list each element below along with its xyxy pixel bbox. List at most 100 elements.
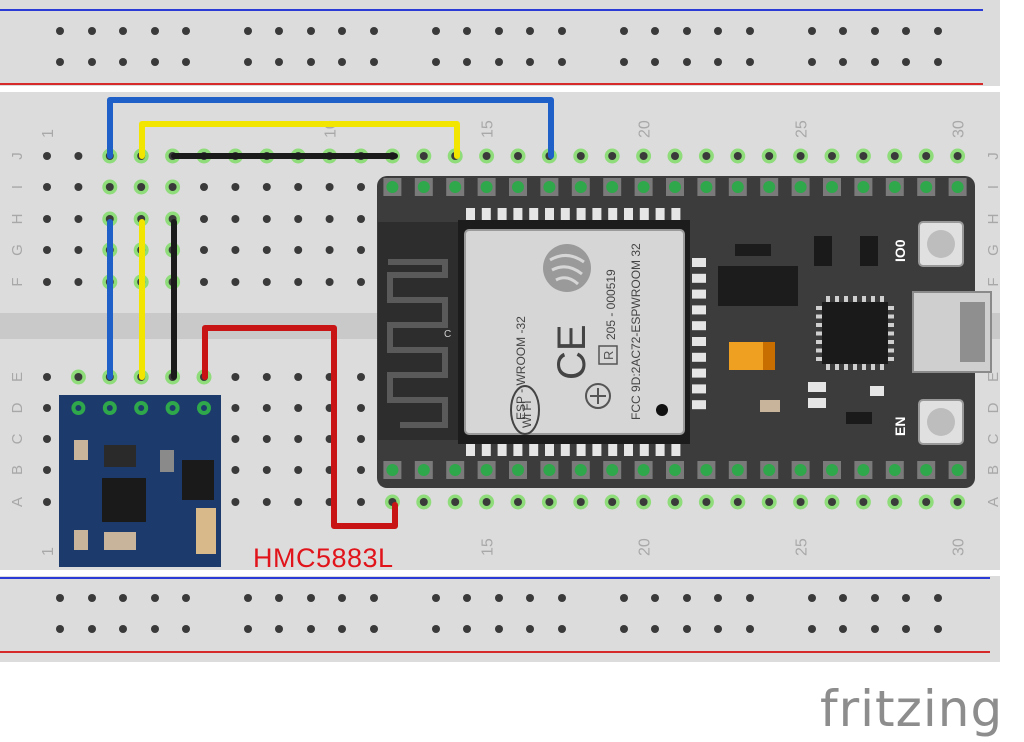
rail-hole	[275, 594, 283, 602]
breadboard-hole	[482, 152, 491, 160]
module-pin-top	[576, 208, 586, 222]
column-label-top: 15	[480, 120, 497, 138]
module-pin-top	[513, 208, 523, 222]
rail-hole	[558, 58, 566, 66]
rail-hole	[683, 58, 691, 66]
rail-hole	[620, 27, 628, 35]
row-label: J	[985, 152, 1002, 160]
column-label-text: 1	[40, 129, 57, 138]
rail-hole	[338, 625, 346, 633]
breadboard-hole	[325, 278, 334, 286]
module-pin-bottom	[624, 442, 633, 456]
esp32-r-mark: R	[598, 345, 618, 365]
rail-hole	[495, 594, 503, 602]
esp32-pin	[512, 464, 524, 476]
rail-hole	[495, 625, 503, 633]
en-button-cap[interactable]	[927, 408, 955, 436]
breadboard-hole	[43, 246, 51, 254]
usb-uart-chip-pins	[816, 296, 894, 370]
rail-hole	[119, 625, 127, 633]
chip-pin	[844, 364, 848, 370]
svg-text:FCC 9D:2AC72-ESPWROOM 32: FCC 9D:2AC72-ESPWROOM 32	[629, 243, 643, 420]
row-label-text: F	[985, 277, 1002, 286]
row-label-text: E	[985, 372, 1002, 382]
esp32-pin	[951, 181, 964, 193]
rail-hole	[119, 27, 127, 35]
row-label-text: F	[9, 277, 26, 286]
breadboard-hole	[357, 215, 365, 223]
breadboard-hole	[576, 152, 585, 160]
breadboard-hole	[357, 498, 365, 506]
esp32-pin	[669, 181, 681, 193]
breadboard-hole	[514, 152, 522, 160]
module-pin-side	[692, 289, 706, 299]
rail-hole	[88, 594, 96, 602]
breadboard-hole	[74, 152, 83, 160]
rail-hole	[934, 625, 942, 633]
module-pin-top	[655, 208, 665, 222]
breadboard-hole	[200, 246, 208, 254]
chip-pin	[871, 296, 875, 302]
rail-hole	[839, 27, 847, 35]
rail-hole	[182, 625, 190, 633]
rail-hole	[714, 625, 722, 633]
rail-hole	[651, 625, 659, 633]
breadboard-hole	[262, 183, 271, 191]
module-pin-side	[692, 352, 706, 362]
chip-pin	[826, 364, 830, 370]
breadboard-hole	[43, 215, 51, 223]
rail-hole	[307, 58, 315, 66]
esp32-pin	[920, 181, 933, 193]
rail-hole	[683, 594, 691, 602]
breadboard-hole	[702, 498, 711, 506]
rail-hole	[338, 58, 346, 66]
esp32-module-pins	[466, 208, 706, 456]
module-pin-bottom	[671, 442, 681, 456]
esp32-pin	[669, 464, 681, 476]
rail-hole	[620, 58, 628, 66]
breadboard-hole	[890, 498, 899, 506]
breadboard-hole	[765, 152, 774, 160]
module-pin-side	[692, 321, 706, 331]
blue-wire	[107, 97, 554, 380]
chip-pin	[880, 296, 884, 302]
chip-pin	[853, 364, 857, 370]
rail-hole	[56, 594, 64, 602]
hmc5883l-label: HMC5883L	[253, 543, 394, 573]
breadboard-hole	[105, 183, 114, 191]
module-pin-top	[671, 208, 681, 222]
chip-pin	[816, 323, 822, 327]
module-pin-bottom	[481, 442, 491, 456]
chip-pin	[816, 331, 822, 336]
module-pin-top	[497, 208, 507, 222]
breadboard-hole	[796, 152, 805, 160]
rail-hole	[746, 625, 754, 633]
hmc5883l-smd-3	[104, 532, 136, 550]
column-label-text: 1	[40, 547, 57, 556]
breadboard-hole	[43, 373, 51, 381]
module-pin-bottom	[497, 442, 507, 456]
module-pin-side	[692, 305, 706, 315]
rail-hole	[902, 625, 910, 633]
breadboard-hole	[43, 498, 51, 506]
rail-hole	[432, 594, 440, 602]
hmc5883l-pin-hole	[138, 405, 145, 411]
breadboard-hole	[74, 278, 83, 286]
breadboard-hole	[671, 152, 679, 160]
chip-pin	[816, 340, 822, 344]
yellow-wire	[139, 121, 460, 380]
boot-button-cap[interactable]	[927, 230, 955, 258]
row-label-text: J	[985, 152, 1002, 160]
column-label-top: 30	[951, 120, 968, 138]
row-label-text: C	[9, 433, 26, 444]
rail-hole	[244, 594, 252, 602]
rail-hole	[88, 58, 96, 66]
breadboard-hole	[231, 278, 240, 286]
breadboard-hole	[294, 404, 303, 412]
esp32-pin	[449, 181, 462, 193]
breadboard-hole	[733, 152, 742, 160]
row-label-text: B	[985, 465, 1002, 475]
diode	[846, 412, 872, 424]
breadboard-hole	[357, 435, 365, 443]
